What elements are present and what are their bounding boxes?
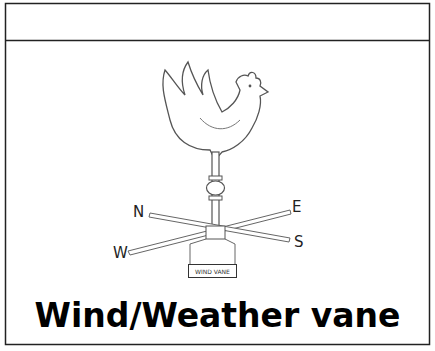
box-label: WIND VANE: [195, 268, 230, 275]
label-box: WIND VANE: [188, 264, 237, 278]
pole-collar: [209, 196, 222, 200]
bracket-line: [225, 239, 235, 265]
pole-base: [206, 226, 225, 239]
pole-ball: [207, 181, 225, 195]
direction-arm: [128, 210, 291, 255]
rooster-eye: [249, 85, 252, 88]
direction-letter: E: [292, 198, 301, 216]
rooster-silhouette: [163, 62, 268, 160]
pole-collar: [209, 176, 222, 180]
direction-letter: N: [133, 203, 144, 221]
top-band-line: [5, 40, 430, 42]
card-border: [6, 4, 430, 345]
direction-letter: W: [113, 244, 128, 262]
direction-letter: S: [294, 233, 304, 251]
caption: Wind/Weather vane: [0, 296, 435, 335]
direction-arm: [149, 213, 290, 242]
rooster-wing: [200, 118, 240, 129]
bracket-line: [190, 239, 206, 265]
